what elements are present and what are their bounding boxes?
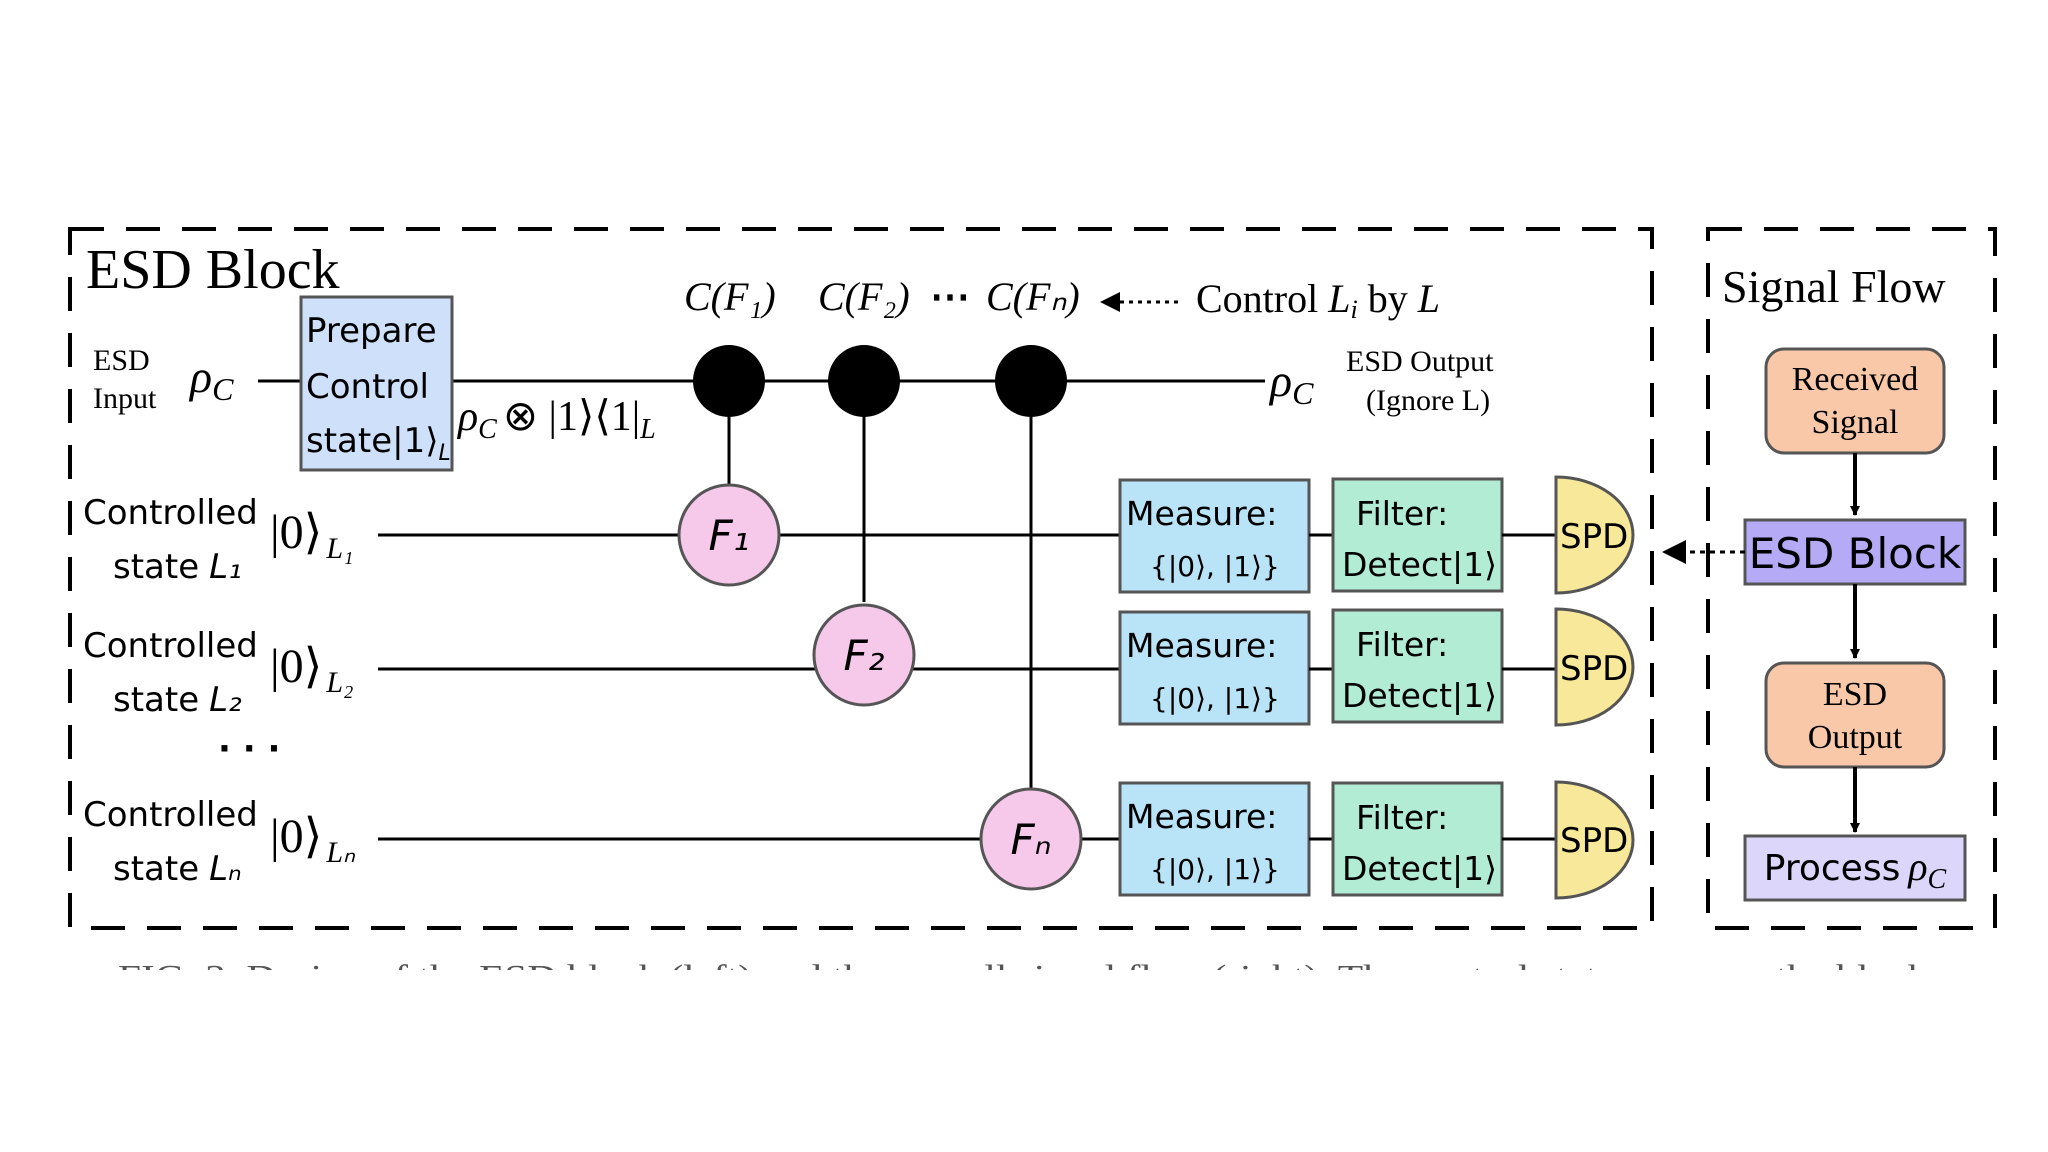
row-1-label-1: Controlled [83, 493, 258, 533]
measure-n-line-1: Measure: [1126, 797, 1277, 836]
spd-detector-2 [1554, 607, 1635, 727]
control-label-n: C(Fₙ) [986, 274, 1080, 319]
measure-n-line-2: {|0⟩, |1⟩} [1150, 853, 1280, 886]
signal-flow-title: Signal Flow [1722, 261, 1946, 312]
control-dots: ⋯ [930, 274, 970, 319]
measure-1-line-2: {|0⟩, |1⟩} [1150, 550, 1280, 583]
spd-n-label: SPD [1560, 821, 1628, 861]
esd-input-state: ρC [188, 351, 234, 407]
filter-n-line-1: Filter: [1356, 798, 1448, 837]
measure-2-line-2: {|0⟩, |1⟩} [1150, 682, 1280, 715]
filter-box-2 [1331, 608, 1504, 724]
control-dot-1 [693, 345, 765, 417]
control-label-2: C(F₂) [818, 274, 910, 319]
received-line-2: Signal [1812, 404, 1899, 441]
prepare-line-1: Prepare [306, 311, 437, 351]
row-n-label-1: Controlled [83, 795, 258, 835]
gate-fn [979, 787, 1083, 891]
caption-mask [0, 970, 2048, 1152]
flow-to-block-arrowhead [1662, 540, 1686, 564]
joint-state: ρC⊗ |1⟩⟨1|L [456, 394, 656, 445]
flow-esd-output-line-1: ESD [1823, 676, 1887, 713]
spd-detector-n [1554, 780, 1635, 900]
gate-f1 [677, 483, 781, 587]
control-note-arrowhead [1100, 292, 1120, 312]
spd-1-label: SPD [1560, 517, 1628, 557]
control-dot-n [995, 345, 1067, 417]
row-n-ket: |0⟩Lₙ [270, 810, 356, 869]
control-label-1: C(F₁) [684, 274, 776, 319]
filter-1-line-1: Filter: [1356, 494, 1448, 533]
signal-flow-frame [1706, 227, 1997, 930]
prepare-line-2: Control [306, 367, 429, 407]
output-state: ρC [1268, 355, 1314, 411]
flow-esd-block-label: ESD Block [1749, 529, 1962, 578]
measure-box-n [1118, 781, 1311, 897]
spd-2-label: SPD [1560, 649, 1628, 689]
flow-esd-output-line-2: Output [1808, 719, 1903, 756]
measure-1-line-1: Measure: [1126, 494, 1277, 533]
row-1-ket: |0⟩L₁ [270, 506, 353, 565]
row-2-ket: |0⟩L₂ [270, 640, 353, 699]
measure-box-1 [1118, 478, 1311, 594]
gate-fn-label: Fₙ [1011, 815, 1052, 864]
output-label-2: (Ignore L) [1366, 384, 1490, 417]
gate-f2-label: F₂ [844, 631, 885, 680]
gate-f2 [812, 603, 916, 707]
spd-detector-1 [1554, 475, 1635, 595]
flow-process-box [1743, 834, 1967, 902]
control-dot-2 [828, 345, 900, 417]
filter-1-line-2: Detect|1⟩ [1342, 545, 1497, 584]
filter-box-n [1331, 781, 1504, 897]
gate-f1-label: F₁ [709, 511, 750, 560]
prepare-control-box [299, 295, 454, 472]
row-2-label-1: Controlled [83, 626, 258, 666]
filter-2-line-1: Filter: [1356, 625, 1448, 664]
filter-n-line-2: Detect|1⟩ [1342, 849, 1497, 888]
measure-2-line-1: Measure: [1126, 626, 1277, 665]
filter-2-line-2: Detect|1⟩ [1342, 676, 1497, 715]
esd-input-label-1: ESD [93, 344, 150, 377]
esd-input-label-2: Input [93, 382, 157, 415]
received-line-1: Received [1792, 361, 1919, 398]
esd-block-frame [68, 227, 1654, 930]
prepare-line-3: state|1⟩L [306, 421, 451, 466]
esd-block-title: ESD Block [86, 239, 340, 301]
filter-box-1 [1331, 477, 1504, 593]
output-label-1: ESD Output [1346, 345, 1494, 378]
row-ellipsis: · · · [218, 729, 280, 769]
